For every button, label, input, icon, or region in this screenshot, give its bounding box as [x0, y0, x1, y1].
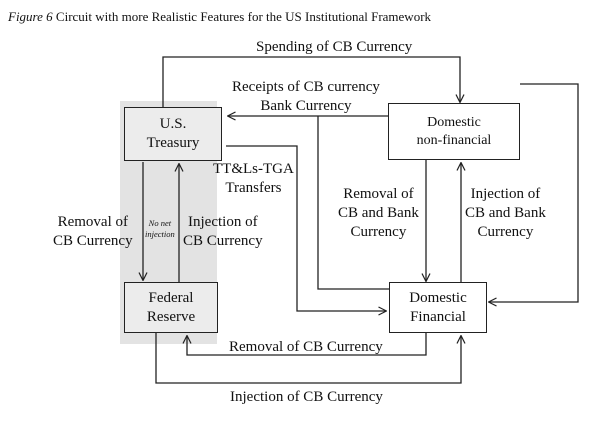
- figure-title: Circuit with more Realistic Features for…: [55, 9, 432, 24]
- outer-loop-arrow: [489, 83, 579, 302]
- injection-of-cb-currency-label-line-2: CB Currency: [183, 232, 263, 249]
- ttl-transfers-label: TT&Ls-TGA Transfers: [213, 160, 294, 198]
- receipts-flow-label-line-1: Receipts of CB currency: [232, 79, 380, 95]
- domestic-financial-label-line-1: Domestic: [409, 289, 467, 306]
- spending-flow-label: Spending of CB Currency: [256, 39, 413, 55]
- injection-cb-currency-bottom-label: Injection of CB Currency: [230, 389, 383, 405]
- us-treasury-label-line-2: Treasury: [146, 135, 200, 151]
- federal-reserve-label-line-1: Federal: [148, 289, 194, 306]
- ttl-transfers-label-line-2: Transfers: [225, 179, 282, 196]
- removal-bank-label-line-1: Removal of: [343, 186, 414, 202]
- injection-cb-arrow: [155, 332, 461, 384]
- injection-of-cb-currency-label-line-1: Injection of: [188, 214, 258, 230]
- removal-of-cb-currency-label-line-1: Removal of: [57, 214, 128, 230]
- removal-cb-currency-bottom-label: Removal of CB Currency: [229, 339, 383, 355]
- no-net-injection-label-line-2: injection: [145, 229, 175, 240]
- domestic-financial-label-line-2: Financial: [410, 308, 466, 325]
- domestic-nonfinancial-box: Domestic non-financial: [388, 103, 520, 160]
- injection-bank-label-line-3: Currency: [477, 223, 534, 240]
- spending-flow-arrow: [162, 56, 460, 108]
- ttl-transfers-label-line-1: TT&Ls-TGA: [213, 161, 294, 177]
- removal-of-cb-currency-label-line-2: CB Currency: [53, 232, 133, 249]
- receipts-flow-label-line-2: Bank Currency: [260, 97, 352, 114]
- removal-of-cb-currency-label: Removal of CB Currency: [53, 213, 133, 251]
- figure-caption: Figure 6 Circuit with more Realistic Fea…: [8, 9, 431, 25]
- injection-bank-label-line-1: Injection of: [470, 186, 541, 202]
- figure-label: Figure 6: [8, 9, 53, 24]
- removal-cb-arrow: [187, 333, 427, 356]
- domestic-nonfinancial-label-line-1: Domestic: [427, 115, 481, 130]
- federal-reserve-label-line-2: Reserve: [146, 308, 196, 325]
- injection-of-cb-currency-label: Injection of CB Currency: [183, 213, 263, 251]
- removal-bank-label-line-2: CB and Bank: [338, 204, 419, 221]
- us-treasury-box: U.S. Treasury: [124, 107, 222, 161]
- domestic-nonfinancial-label-line-2: non-financial: [416, 132, 492, 148]
- no-net-injection-label-line-1: No net: [148, 218, 172, 228]
- receipts-feeder-line: [317, 116, 390, 290]
- us-treasury-label-line-1: U.S.: [159, 116, 187, 133]
- injection-bank-label-line-2: CB and Bank: [465, 204, 546, 221]
- removal-bank-label-line-3: Currency: [350, 223, 407, 240]
- ttl-transfer-arrow: [226, 145, 386, 311]
